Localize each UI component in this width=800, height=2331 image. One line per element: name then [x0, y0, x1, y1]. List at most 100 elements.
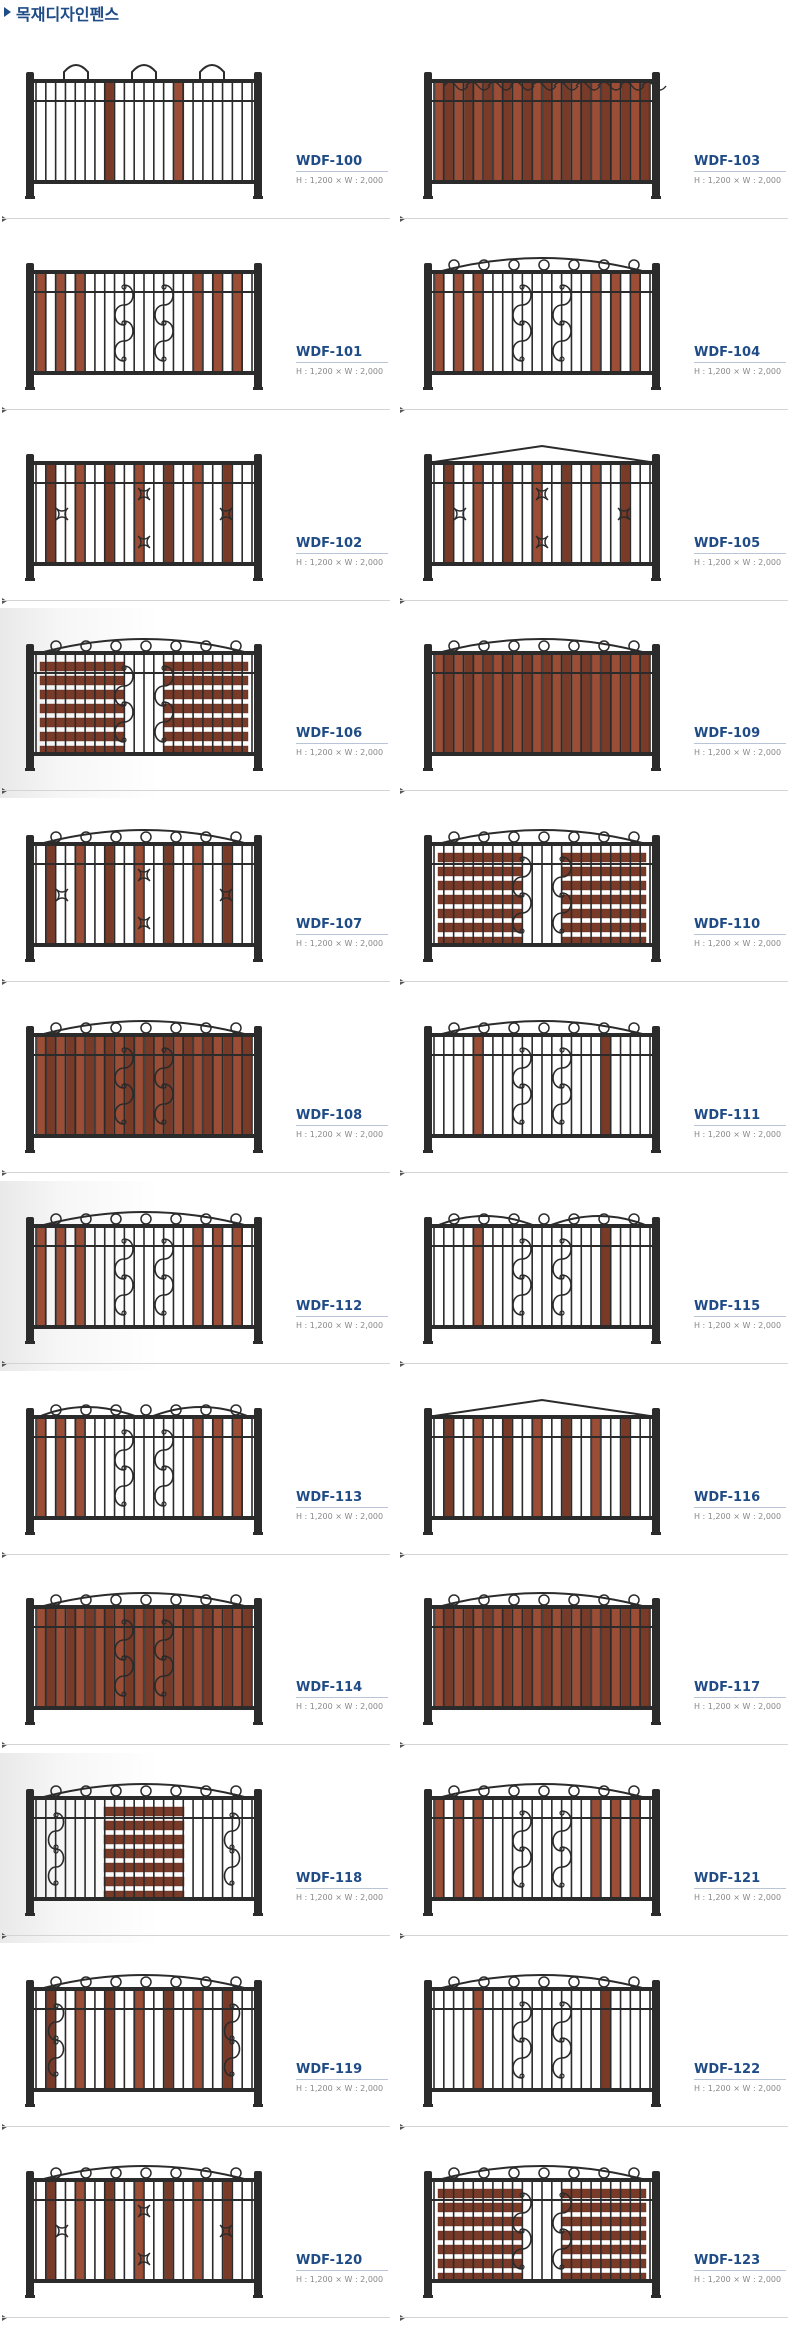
iron-pickets: [35, 1036, 253, 1136]
product-size: H : 1,200 × W : 2,000: [296, 2084, 384, 2093]
code-underline: [296, 1888, 388, 1890]
iron-pickets: [35, 1799, 253, 1900]
fence-image: [25, 64, 263, 199]
separator-arrow-icon: [2, 406, 7, 413]
fence-image: [25, 1403, 263, 1535]
product-card[interactable]: WDF-100 H : 1,200 × W : 2,000: [0, 36, 395, 226]
row-separator: [400, 599, 788, 601]
fence-image: [25, 1592, 263, 1726]
code-underline: [694, 171, 786, 172]
fence-frame: [423, 2170, 661, 2298]
separator-arrow-icon: [2, 1742, 7, 1749]
row-separator: [400, 1172, 788, 1173]
ironwork-decoration: [114, 1237, 174, 1316]
ironwork-decoration: [114, 665, 174, 744]
ironwork-decoration: [512, 2191, 572, 2270]
fence-frame: [423, 1598, 661, 1726]
ironwork-decoration: [512, 1237, 572, 1316]
fence-frame: [25, 1407, 263, 1535]
fence-image: [25, 1974, 263, 2107]
iron-pickets: [35, 1990, 253, 2090]
iron-pickets: [35, 1608, 253, 1709]
product-size: H : 1,200 × W : 2,000: [694, 1320, 782, 1330]
product-code: WDF-102: [296, 535, 363, 551]
iron-pickets: [433, 1417, 651, 1518]
product-code: WDF-104: [694, 344, 761, 360]
separator-arrow-icon: [2, 597, 7, 604]
product-code: WDF-121: [694, 1871, 761, 1887]
product-size: H : 1,200 × W : 2,000: [296, 1320, 384, 1330]
product-size: H : 1,200 × W : 2,000: [296, 176, 384, 185]
row-separator: [2, 408, 390, 410]
ironwork-decoration: [512, 2001, 572, 2079]
ironwork-decoration: [453, 487, 631, 549]
top-ornament: [433, 1398, 651, 1417]
wood-panels: [444, 463, 630, 564]
row-separator: [2, 790, 390, 792]
top-ornament: [433, 444, 651, 463]
fence-image: [423, 2164, 661, 2298]
code-underline: [694, 1315, 786, 1317]
product-code: WDF-100: [296, 154, 363, 169]
row-separator: [400, 408, 788, 410]
code-underline: [296, 1697, 388, 1699]
fence-image: [423, 256, 661, 390]
product-size: H : 1,200 × W : 2,000: [296, 1702, 384, 1712]
product-size: H : 1,200 × W : 2,000: [296, 366, 384, 376]
ironwork-decoration: [114, 283, 174, 362]
product-size: H : 1,200 × W : 2,000: [694, 366, 782, 376]
iron-pickets: [35, 1226, 253, 1327]
separator-arrow-icon: [400, 216, 405, 222]
separator-arrow-icon: [2, 2314, 7, 2321]
wood-panels: [36, 272, 242, 373]
fence-frame: [25, 262, 263, 390]
separator-arrow-icon: [400, 406, 405, 413]
fence-image: [423, 1213, 661, 1344]
fence-frame: [423, 262, 661, 390]
ironwork-decoration: [55, 2204, 233, 2266]
code-underline: [296, 171, 388, 172]
code-underline: [694, 1888, 786, 1890]
fence-frame: [25, 1980, 263, 2107]
product-card[interactable]: WDF-104 H : 1,200 × W : 2,000: [398, 227, 793, 417]
fence-image: [25, 829, 263, 963]
row-separator: [2, 599, 390, 601]
product-code: WDF-113: [296, 1489, 363, 1505]
wood-panels: [434, 1798, 640, 1900]
fence-image: [423, 72, 667, 199]
separator-arrow-icon: [400, 1742, 405, 1749]
fence-frame: [423, 72, 661, 199]
code-underline: [694, 1125, 786, 1126]
wood-panels: [434, 654, 650, 755]
code-underline: [296, 552, 388, 554]
product-code: WDF-120: [296, 2252, 363, 2268]
iron-pickets: [35, 2180, 253, 2281]
page-title: 목재디자인펜스: [16, 5, 120, 24]
row-separator: [2, 1553, 390, 1555]
code-underline: [296, 1315, 388, 1317]
fence-image: [423, 444, 661, 581]
fence-frame: [423, 453, 661, 581]
